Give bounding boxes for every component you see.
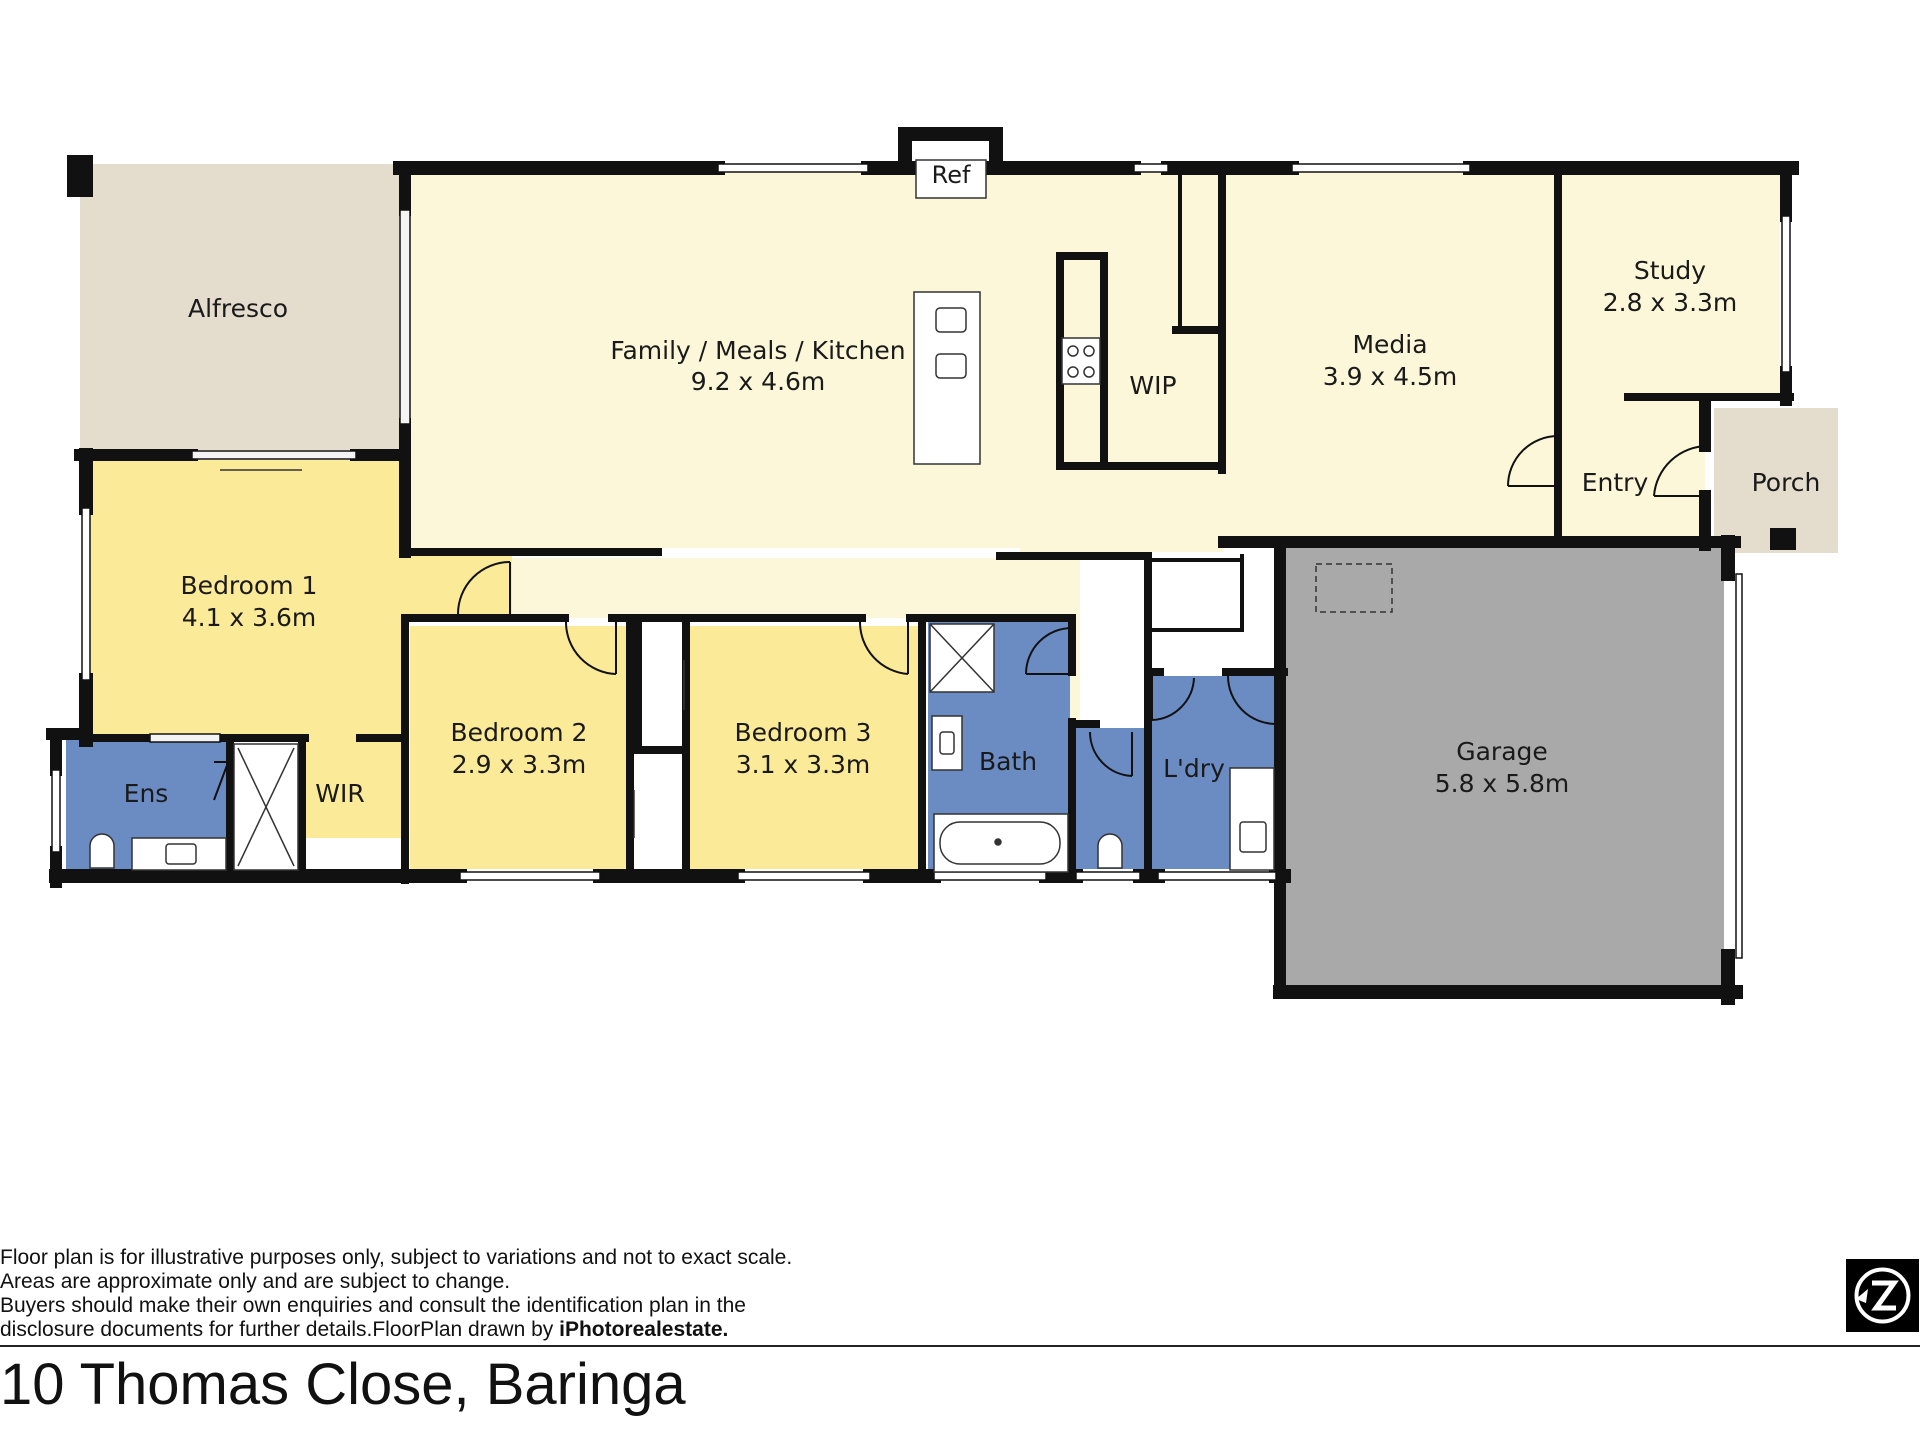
laundry-door-1 xyxy=(1151,676,1195,721)
bedroom-1-area xyxy=(88,460,508,738)
room-fills xyxy=(66,164,1838,986)
brand-name: iPhotorealestate. xyxy=(559,1318,729,1341)
alfresco-area xyxy=(80,164,410,450)
bedroom-2-dims: 2.9 x 3.3m xyxy=(452,750,587,779)
bath-door xyxy=(1025,627,1073,675)
family-label: Family / Meals / Kitchen xyxy=(610,336,905,365)
ensuite-label: Ens xyxy=(124,779,169,808)
entry-label: Entry xyxy=(1582,468,1649,497)
bath-label: Bath xyxy=(979,747,1037,776)
ref-box xyxy=(915,159,987,199)
disclaimer-line-4-text: disclosure documents for further details… xyxy=(0,1318,560,1341)
bedroom-2-label: Bedroom 2 xyxy=(451,718,588,747)
study-entry-door xyxy=(1507,435,1559,487)
bedroom-3-door xyxy=(858,621,909,675)
compass-logo-icon xyxy=(1846,1259,1919,1332)
ensuite-door xyxy=(213,751,234,801)
media-label: Media xyxy=(1352,330,1427,359)
labels: Alfresco Family / Meals / Kitchen 9.2 x … xyxy=(124,161,1821,808)
fixtures xyxy=(89,159,1393,873)
media-dims: 3.9 x 4.5m xyxy=(1323,362,1458,391)
bedroom-3-label: Bedroom 3 xyxy=(735,718,872,747)
walls xyxy=(46,127,1799,1005)
bedroom-3-area xyxy=(688,626,918,869)
garage-label: Garage xyxy=(1456,737,1548,766)
disclaimer: Floor plan is for illustrative purposes … xyxy=(0,1246,1000,1342)
bedroom-1-dims: 4.1 x 3.6m xyxy=(182,603,317,632)
hall-area xyxy=(510,558,1070,618)
property-address: 10 Thomas Close, Baringa xyxy=(0,1352,686,1417)
porch-label: Porch xyxy=(1752,468,1821,497)
front-door xyxy=(1653,444,1709,497)
garage-area xyxy=(1284,548,1724,986)
alfresco-label: Alfresco xyxy=(188,294,288,323)
bedroom-1-label: Bedroom 1 xyxy=(181,571,318,600)
bedroom-1-door xyxy=(457,561,511,615)
family-dims: 9.2 x 4.6m xyxy=(691,367,826,396)
cooktop xyxy=(1061,337,1101,385)
garage-dims: 5.8 x 5.8m xyxy=(1435,769,1570,798)
bedroom-3-dims: 3.1 x 3.3m xyxy=(736,750,871,779)
disclaimer-line-1: Floor plan is for illustrative purposes … xyxy=(0,1246,793,1269)
study-label: Study xyxy=(1634,256,1706,285)
ref-label: Ref xyxy=(932,161,971,189)
disclaimer-line-4: disclosure documents for further details… xyxy=(0,1318,1000,1342)
doors xyxy=(213,435,1709,801)
study-dims: 2.8 x 3.3m xyxy=(1603,288,1738,317)
wir-label: WIR xyxy=(315,779,364,808)
laundry-label: L'dry xyxy=(1163,754,1225,783)
family-meals-kitchen-area xyxy=(410,172,1780,725)
wip-label: WIP xyxy=(1129,371,1176,400)
bedroom-2-area xyxy=(410,626,628,869)
disclaimer-line-2: Areas are approximate only and are subje… xyxy=(0,1270,511,1293)
bedroom-2-door xyxy=(565,621,617,675)
divider xyxy=(0,1345,1920,1347)
wc-door xyxy=(1088,731,1133,777)
wir-area xyxy=(305,738,403,838)
disclaimer-line-3: Buyers should make their own enquiries a… xyxy=(0,1294,746,1317)
windows xyxy=(51,163,1791,959)
laundry-door-2 xyxy=(1227,675,1277,725)
